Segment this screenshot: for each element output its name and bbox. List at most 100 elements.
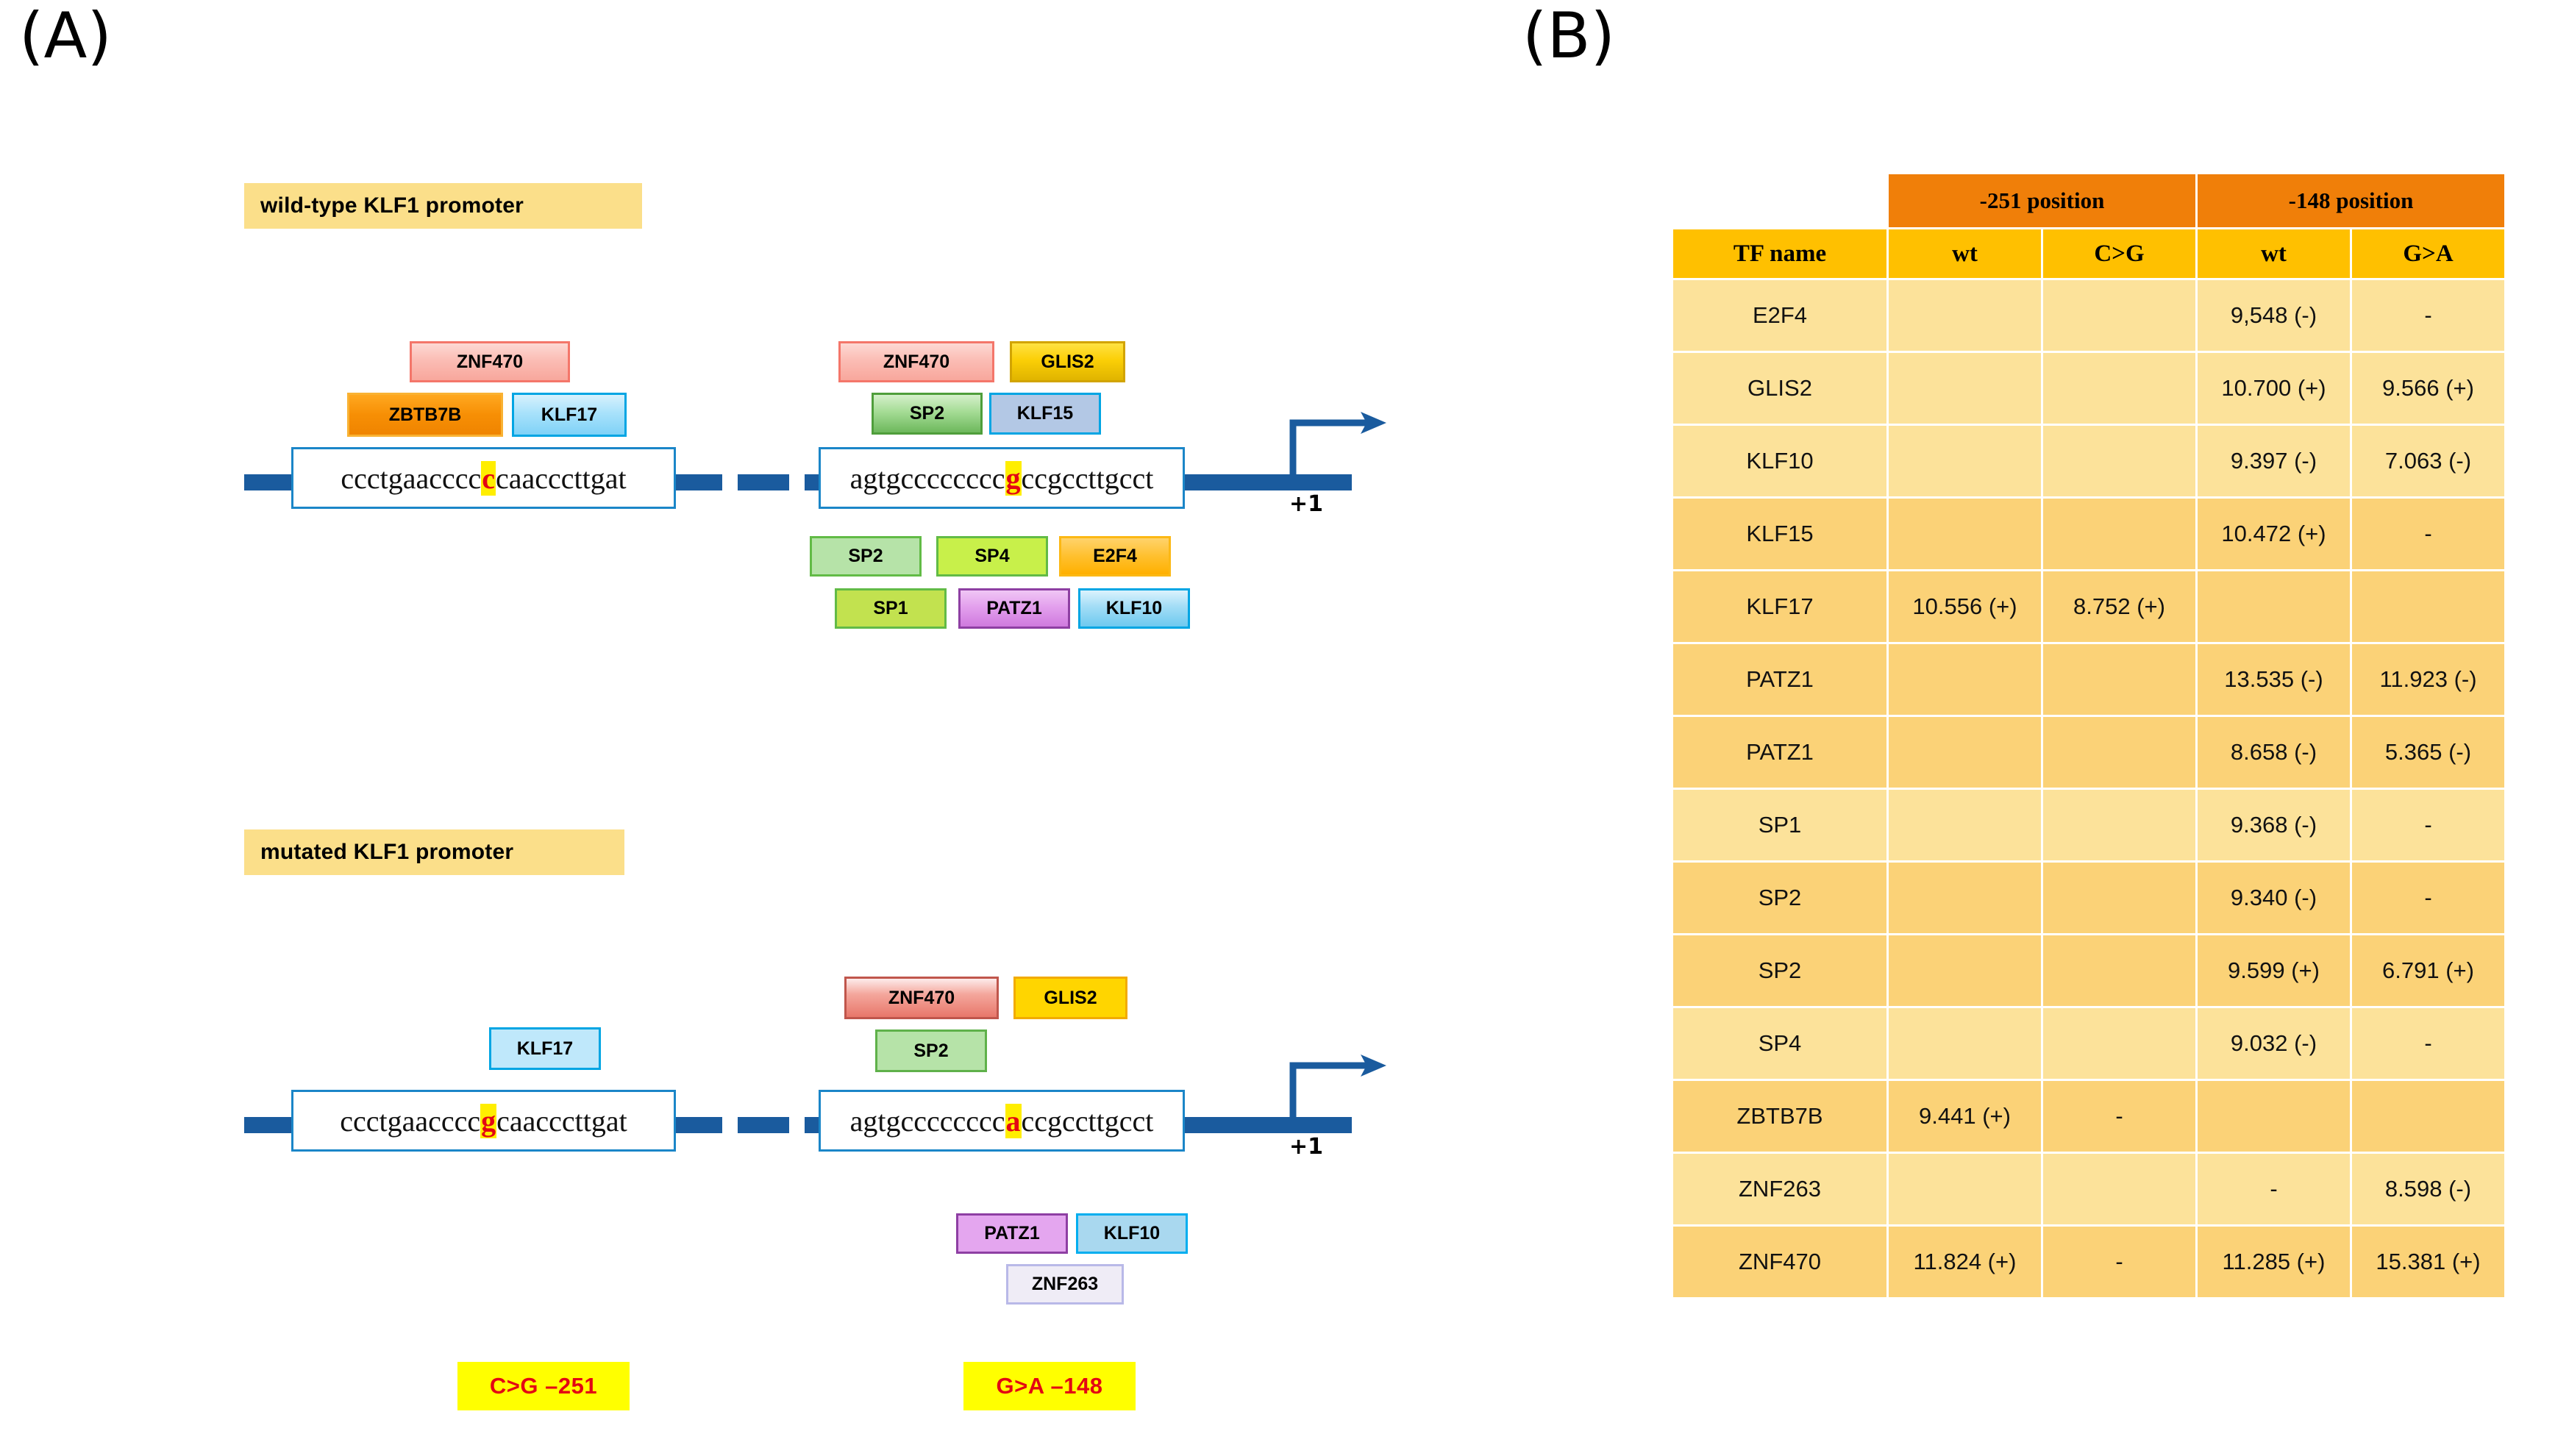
table-row: ZNF263 - 8.598 (-): [1673, 1154, 2504, 1224]
column-header-wt-251: wt: [1889, 229, 2041, 278]
cell-cg-251: 8.752 (+): [2043, 571, 2195, 642]
tf-box-sp2-wt-below[interactable]: SP2: [810, 536, 922, 577]
tf-box-patz1-wt-below[interactable]: PATZ1: [958, 588, 1070, 629]
cell-tf-name: KLF10: [1673, 426, 1886, 496]
tf-box-znf470-wt-right[interactable]: ZNF470: [838, 341, 994, 382]
tf-box-sp2-wt-right[interactable]: SP2: [872, 393, 983, 435]
tf-box-klf17-wt-left[interactable]: KLF17: [512, 393, 627, 437]
tf-box-znf470-wt-left[interactable]: ZNF470: [410, 341, 570, 382]
cell-tf-name: PATZ1: [1673, 644, 1886, 715]
tss-label-mut: +1: [1289, 1134, 1324, 1160]
tf-box-klf10-wt-below[interactable]: KLF10: [1078, 588, 1190, 629]
wt-right-seq-prefix: agtgcccccccc: [849, 461, 1005, 495]
dna-backbone-dash-2-wt: [738, 474, 789, 490]
cell-tf-name: SP1: [1673, 790, 1886, 860]
cell-ga-148: 5.365 (-): [2352, 717, 2504, 788]
cell-cg-251: [2043, 935, 2195, 1006]
dna-backbone-left-stub-mut: [244, 1117, 297, 1133]
mutation-tag-c-to-g: C>G –251: [457, 1362, 630, 1410]
group-header-148: -148 position: [2198, 174, 2504, 227]
cell-ga-148: [2352, 1081, 2504, 1152]
cell-ga-148: -: [2352, 790, 2504, 860]
cell-wt-251: [1889, 863, 2041, 933]
cell-cg-251: -: [2043, 1227, 2195, 1297]
mutation-tag-g-to-a: G>A –148: [963, 1362, 1136, 1410]
cell-wt-148: 8.658 (-): [2198, 717, 2350, 788]
cell-ga-148: 6.791 (+): [2352, 935, 2504, 1006]
table-row: KLF17 10.556 (+) 8.752 (+): [1673, 571, 2504, 642]
cell-cg-251: [2043, 353, 2195, 424]
tf-box-sp1-wt-below[interactable]: SP1: [835, 588, 947, 629]
cell-wt-148: 13.535 (-): [2198, 644, 2350, 715]
cell-tf-name: KLF17: [1673, 571, 1886, 642]
cell-wt-251: [1889, 717, 2041, 788]
tf-box-klf15-wt-right[interactable]: KLF15: [989, 393, 1101, 435]
cell-tf-name: GLIS2: [1673, 353, 1886, 424]
tf-box-e2f4-wt-below[interactable]: E2F4: [1059, 536, 1171, 577]
cell-ga-148: -: [2352, 863, 2504, 933]
table-head: -251 position -148 position TF name wt C…: [1673, 174, 2504, 278]
table-row: PATZ1 13.535 (-) 11.923 (-): [1673, 644, 2504, 715]
cell-cg-251: [2043, 717, 2195, 788]
cell-wt-251: [1889, 935, 2041, 1006]
table-row: ZBTB7B 9.441 (+) -: [1673, 1081, 2504, 1152]
cell-cg-251: [2043, 1154, 2195, 1224]
cell-wt-251: [1889, 644, 2041, 715]
mut-left-seq-prefix: ccctgaacccc: [340, 1104, 481, 1138]
panel-a-label: (A): [19, 0, 112, 73]
wt-left-seq-suffix: caacccttgat: [496, 461, 627, 495]
table-row: SP4 9.032 (-) -: [1673, 1008, 2504, 1079]
cell-wt-148: 10.472 (+): [2198, 499, 2350, 569]
cell-tf-name: KLF15: [1673, 499, 1886, 569]
transcription-start-arrow-mut: [1289, 1054, 1386, 1127]
panel-b-label: (B): [1522, 0, 1616, 73]
cell-ga-148: 7.063 (-): [2352, 426, 2504, 496]
cell-wt-148: 9.368 (-): [2198, 790, 2350, 860]
mutated-promoter-title: mutated KLF1 promoter: [244, 829, 624, 875]
tf-box-klf17-mut-left[interactable]: KLF17: [489, 1027, 601, 1070]
cell-wt-251: 10.556 (+): [1889, 571, 2041, 642]
tf-box-glis2-mut-right[interactable]: GLIS2: [1013, 977, 1127, 1019]
cell-wt-148: 9.340 (-): [2198, 863, 2350, 933]
cell-tf-name: ZNF470: [1673, 1227, 1886, 1297]
cell-wt-251: [1889, 280, 2041, 351]
tf-box-znf470-mut-right[interactable]: ZNF470: [844, 977, 999, 1019]
cell-wt-148: 9.032 (-): [2198, 1008, 2350, 1079]
cell-tf-name: E2F4: [1673, 280, 1886, 351]
tf-score-table: -251 position -148 position TF name wt C…: [1671, 172, 2506, 1299]
cell-ga-148: 15.381 (+): [2352, 1227, 2504, 1297]
table-row: ZNF470 11.824 (+) - 11.285 (+) 15.381 (+…: [1673, 1227, 2504, 1297]
cell-wt-251: [1889, 353, 2041, 424]
cell-wt-251: [1889, 790, 2041, 860]
cell-cg-251: [2043, 1008, 2195, 1079]
table-row: SP2 9.599 (+) 6.791 (+): [1673, 935, 2504, 1006]
cell-wt-148: 9,548 (-): [2198, 280, 2350, 351]
mut-right-seq-prefix: agtgcccccccc: [849, 1104, 1005, 1138]
dna-backbone-left-stub-wt: [244, 474, 297, 490]
table-row: KLF15 10.472 (+) -: [1673, 499, 2504, 569]
wt-left-seq-highlight: c: [481, 460, 496, 496]
table-group-header-row: -251 position -148 position: [1673, 174, 2504, 227]
mut-left-seq-highlight: g: [480, 1103, 497, 1138]
dna-backbone-dash-1-wt: [671, 474, 722, 490]
cell-ga-148: -: [2352, 499, 2504, 569]
cell-ga-148: -: [2352, 1008, 2504, 1079]
tf-box-znf263-mut-below[interactable]: ZNF263: [1006, 1264, 1124, 1305]
column-header-wt-148: wt: [2198, 229, 2350, 278]
tf-box-patz1-mut-below[interactable]: PATZ1: [956, 1213, 1068, 1254]
cell-tf-name: SP4: [1673, 1008, 1886, 1079]
tf-box-klf10-mut-below[interactable]: KLF10: [1076, 1213, 1188, 1254]
tf-box-sp4-wt-below[interactable]: SP4: [936, 536, 1048, 577]
table-row: E2F4 9,548 (-) -: [1673, 280, 2504, 351]
cell-ga-148: -: [2352, 280, 2504, 351]
wildtype-promoter-title: wild-type KLF1 promoter: [244, 183, 642, 229]
wt-left-seq-prefix: ccctgaacccc: [341, 461, 482, 495]
cell-ga-148: [2352, 571, 2504, 642]
tf-box-sp2-mut-right[interactable]: SP2: [875, 1029, 987, 1072]
tf-box-zbtb7b-wt-left[interactable]: ZBTB7B: [347, 393, 503, 437]
cell-tf-name: ZBTB7B: [1673, 1081, 1886, 1152]
tf-box-glis2-wt-right[interactable]: GLIS2: [1010, 341, 1125, 382]
